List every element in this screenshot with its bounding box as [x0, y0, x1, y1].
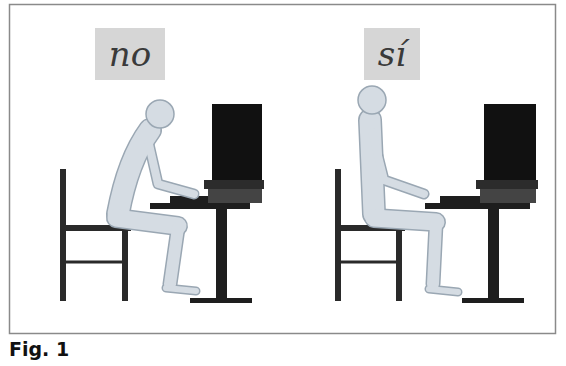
- label-box: no: [95, 28, 165, 80]
- monitor-left: [204, 104, 264, 203]
- desk-left: [150, 196, 252, 303]
- monitor-right: [476, 104, 538, 203]
- label-box: sí: [364, 28, 420, 80]
- label-text: sí: [378, 37, 406, 71]
- desk-right: [425, 196, 530, 303]
- label-text: no: [109, 37, 151, 71]
- person-slouched: [116, 100, 196, 291]
- figure-caption: Fig. 1: [9, 338, 69, 360]
- frame: [10, 5, 556, 334]
- person-upright: [358, 86, 458, 292]
